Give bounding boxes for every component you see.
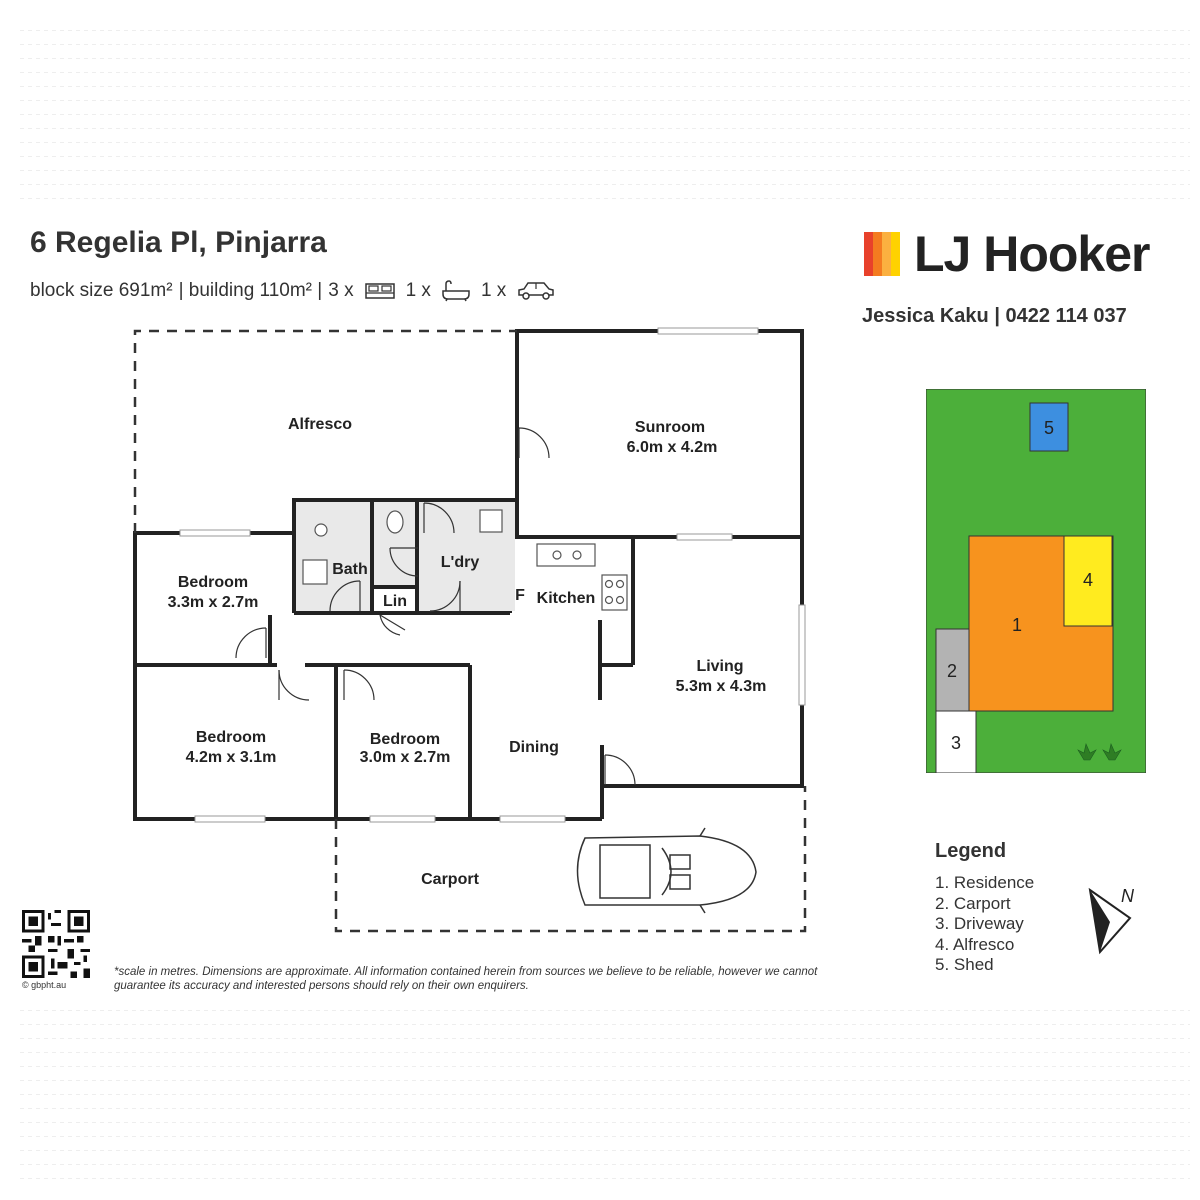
logo-stripes [864, 232, 900, 276]
site-label-4: 4 [1083, 570, 1093, 590]
background-pattern-bottom [20, 1010, 1190, 1185]
living-label: Living [696, 658, 743, 675]
agent-contact: Jessica Kaku | 0422 114 037 [862, 305, 1127, 327]
legend-item: 4. Alfresco [935, 934, 1015, 954]
legend-item: 2. Carport [935, 893, 1011, 913]
block-size: block size 691m² [30, 280, 173, 301]
bedrooms-outer-wall [133, 665, 470, 821]
site-carport [935, 628, 970, 712]
site-label-3: 3 [951, 733, 961, 753]
legend-item: 5. Shed [935, 955, 994, 974]
site-shed [1029, 402, 1069, 452]
lj-hooker-logo: LJ Hooker [864, 226, 1151, 282]
building-size: | building 110m² | [178, 280, 323, 301]
site-label-5: 5 [1044, 418, 1054, 438]
kitchen-label: Kitchen [537, 590, 596, 607]
north-arrow-icon: N [1088, 886, 1135, 955]
alfresco-outline [133, 329, 517, 533]
bedroom2-dim: 4.2m x 3.1m [186, 749, 277, 766]
disclaimer: *scale in metres. Dimensions are approxi… [114, 966, 818, 992]
background-pattern-top [20, 30, 1190, 205]
carport-outline [334, 786, 807, 933]
sunroom-dim: 6.0m x 4.2m [627, 439, 718, 456]
cooktop [601, 574, 628, 611]
alfresco-label: Alfresco [288, 416, 352, 433]
site-alfresco [1063, 535, 1113, 627]
dining-label: Dining [509, 739, 559, 756]
living-dim: 5.3m x 4.3m [676, 678, 767, 695]
bedroom1-label: Bedroom [178, 574, 248, 591]
sunroom-label: Sunroom [635, 419, 705, 436]
site-driveway [935, 710, 977, 773]
qr-credit: © gbpht.au [22, 980, 67, 990]
legend-item: 1. Residence [935, 873, 1035, 892]
bath-count: 1 x [405, 280, 431, 301]
shrub-icon [1077, 743, 1122, 761]
north-label: N [1121, 886, 1135, 906]
toilet [386, 510, 404, 534]
site-plan: 1 2 3 4 5 [926, 389, 1146, 773]
brand-name: LJ Hooker [914, 226, 1151, 282]
vanity [302, 559, 328, 585]
car-icon [518, 282, 555, 300]
bedroom3-dim: 3.0m x 2.7m [360, 749, 451, 766]
legend: Legend 1. Residence 2. Carport 3. Drivew… [935, 840, 1034, 976]
car-drawing [576, 827, 757, 914]
qr-code[interactable] [22, 910, 90, 978]
laundry-tub [479, 509, 503, 533]
bed-icon [364, 283, 395, 299]
property-address: 6 Regelia Pl, Pinjarra [30, 226, 327, 259]
shower-rose [314, 523, 328, 537]
bath-label: Bath [332, 561, 368, 578]
carport-label: Carport [421, 871, 479, 888]
bedroom1-dim: 3.3m x 2.7m [168, 594, 259, 611]
lin-label: Lin [383, 593, 407, 610]
fridge-label: F [515, 587, 525, 604]
bed-count: 3 x [328, 280, 354, 301]
bedroom3-label: Bedroom [370, 731, 440, 748]
bedroom2-label: Bedroom [196, 729, 266, 746]
kitchen-sink [536, 543, 596, 567]
car-count: 1 x [480, 280, 507, 301]
property-stats: block size 691m² | building 110m² | 3 x … [30, 280, 566, 302]
legend-item: 3. Driveway [935, 914, 1024, 933]
laundry-label: L'dry [441, 554, 480, 571]
bathtub-icon [442, 280, 470, 302]
legend-title: Legend [935, 840, 1007, 862]
site-label-2: 2 [947, 661, 957, 681]
site-label-1: 1 [1012, 615, 1022, 635]
